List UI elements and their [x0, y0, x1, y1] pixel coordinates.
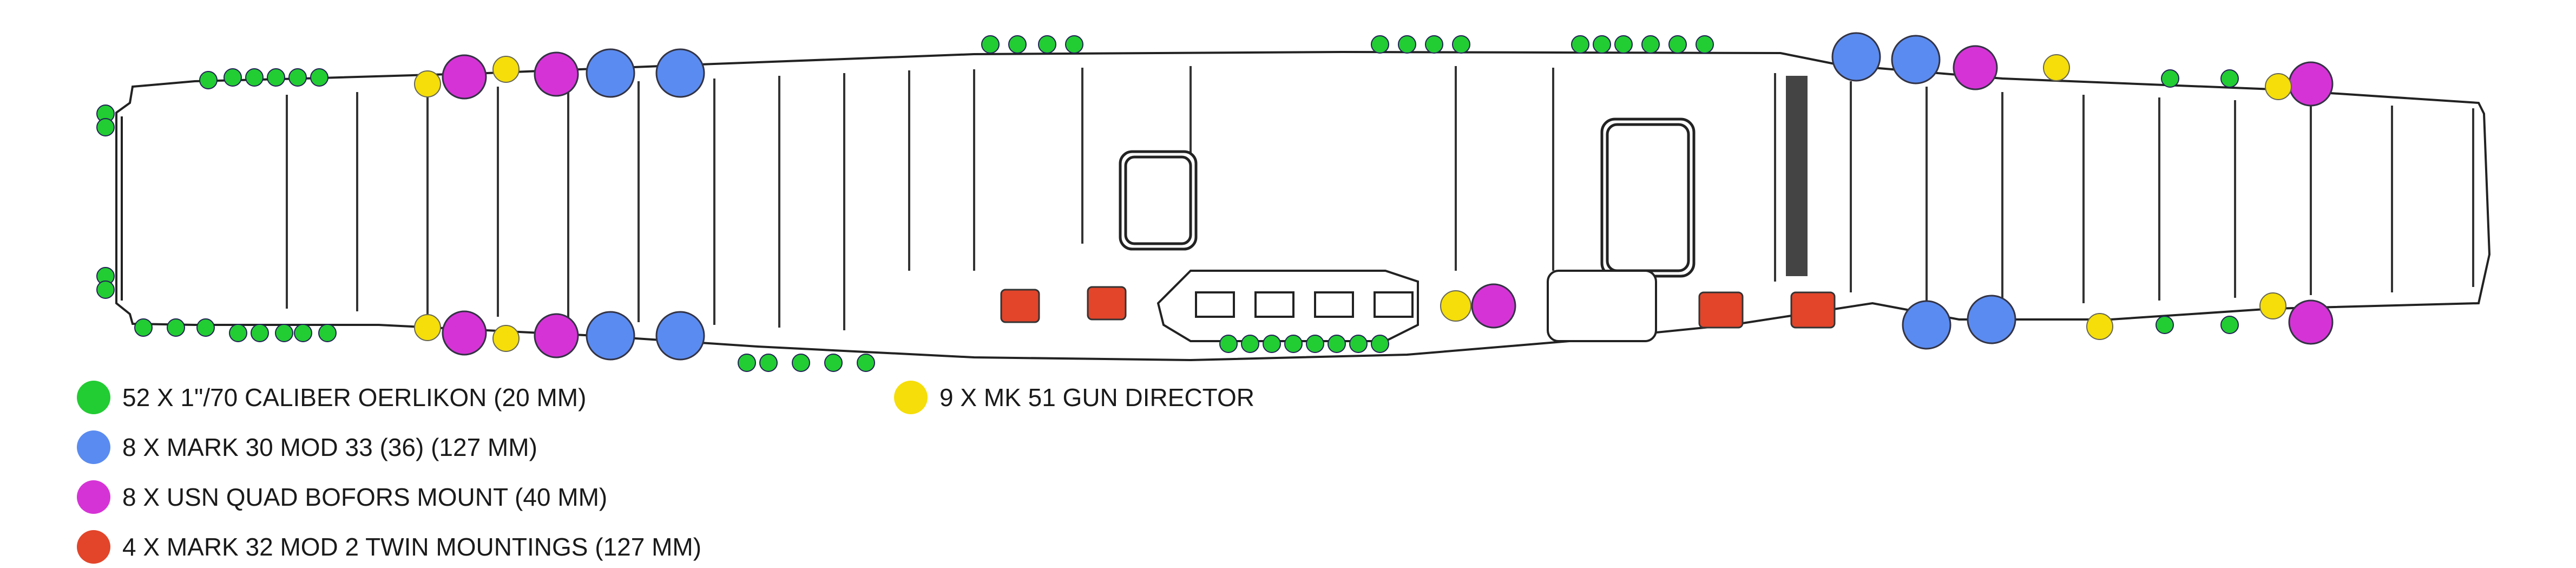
legend-oerlikon: 52 X 1"/70 CALIBER OERLIKON (20 MM) [77, 381, 586, 414]
mark30-swatch [77, 430, 110, 464]
bofors-swatch [77, 480, 110, 514]
mark32-mounts [1000, 286, 1836, 329]
legend-mark32-label: 4 X MARK 32 MOD 2 TWIN MOUNTINGS (127 MM… [122, 533, 702, 561]
legend-mark30: 8 X MARK 30 MOD 33 (36) (127 MM) [77, 430, 537, 464]
deck-elevators [1119, 117, 1696, 278]
director-swatch [894, 381, 928, 414]
bofors-mounts [442, 45, 2334, 358]
legend-bofors-label: 8 X USN QUAD BOFORS MOUNT (40 MM) [122, 483, 608, 511]
legend-oerlikon-label: 52 X 1"/70 CALIBER OERLIKON (20 MM) [122, 383, 587, 412]
deck-stripes [286, 66, 2474, 330]
legend-director: 9 X MK 51 GUN DIRECTOR [894, 381, 1254, 414]
mark32-swatch [77, 530, 110, 564]
mark30-mounts [586, 32, 2016, 361]
legend-mark30-label: 8 X MARK 30 MOD 33 (36) (127 MM) [122, 433, 537, 461]
elevator-edge-pattern [1786, 76, 1808, 276]
island [1156, 270, 1657, 342]
oerlikon-mounts [96, 35, 2239, 372]
legend-director-label: 9 X MK 51 GUN DIRECTOR [939, 383, 1254, 412]
oerlikon-swatch [77, 381, 110, 414]
legend-mark32: 4 X MARK 32 MOD 2 TWIN MOUNTINGS (127 MM… [77, 530, 701, 564]
legend-bofors: 8 X USN QUAD BOFORS MOUNT (40 MM) [77, 480, 607, 514]
mk51-directors [414, 54, 2292, 352]
